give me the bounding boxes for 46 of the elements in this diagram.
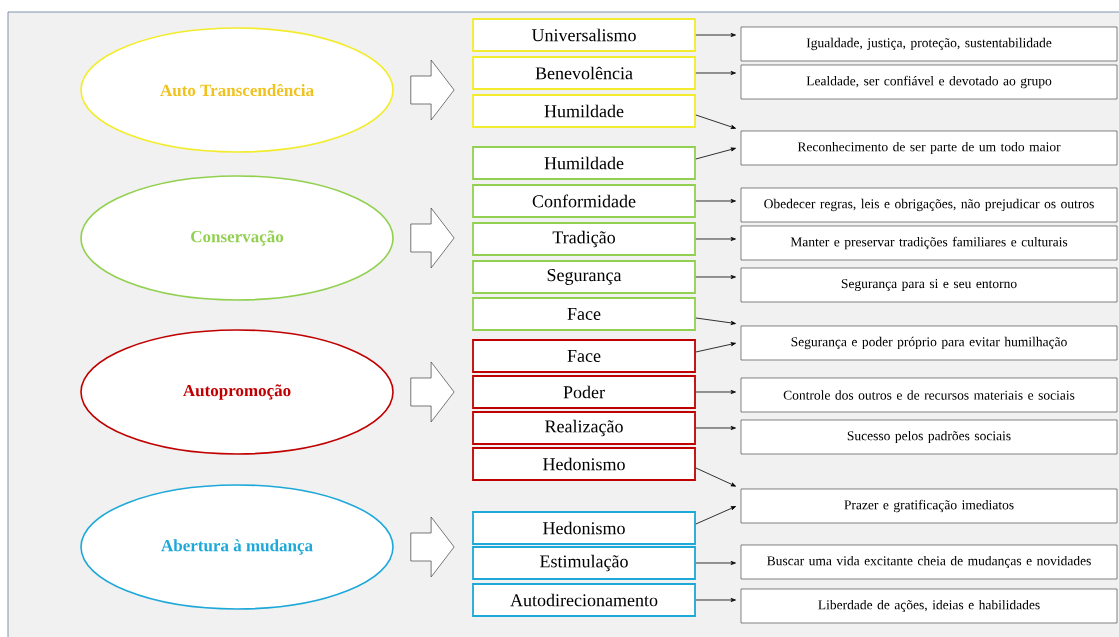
description-box: Igualdade, justiça, proteção, sustentabilidade: [740, 26, 1118, 62]
value-box: Segurança: [472, 260, 696, 294]
value-box: Conformidade: [472, 184, 696, 218]
value-box: Realização: [472, 411, 696, 445]
arrow: [695, 147, 736, 160]
description-box: Manter e preservar tradições familiares e culturais: [740, 225, 1118, 261]
value-box: Humildade: [472, 94, 696, 128]
arrow: [695, 114, 736, 129]
description-box: Segurança e poder próprio para evitar humilhação: [740, 325, 1118, 361]
value-box: Humildade: [472, 146, 696, 180]
value-box: Autodirecionamento: [472, 583, 696, 617]
value-box: Face: [472, 297, 696, 331]
arrow: [695, 390, 736, 394]
value-box: Universalismo: [472, 18, 696, 52]
arrow: [695, 467, 736, 487]
value-box: Estimulação: [472, 546, 696, 580]
description-box: Sucesso pelos padrões sociais: [740, 419, 1118, 455]
arrow: [695, 71, 736, 75]
arrow: [695, 237, 736, 241]
value-box: Poder: [472, 375, 696, 409]
block-arrow: [410, 361, 455, 423]
description-box: Prazer e gratificação imediatos: [740, 488, 1118, 524]
arrow: [695, 199, 736, 203]
description-box: Obedecer regras, leis e obrigações, não prejudicar os outros: [740, 187, 1118, 223]
arrow: [695, 506, 736, 525]
arrow: [695, 33, 736, 37]
value-box: Benevolência: [472, 56, 696, 90]
description-box: Lealdade, ser confiável e devotado ao grupo: [740, 64, 1118, 100]
arrow: [695, 598, 736, 602]
value-box: Tradição: [472, 222, 696, 256]
description-box: Segurança para si e seu entorno: [740, 267, 1118, 303]
arrow: [695, 426, 736, 430]
value-box: Hedonismo: [472, 511, 696, 545]
arrow: [695, 561, 736, 565]
block-arrow: [410, 516, 455, 578]
description-box: Reconhecimento de ser parte de um todo maior: [740, 130, 1118, 166]
arrow: [695, 342, 736, 353]
arrow: [695, 275, 736, 279]
block-arrow: [410, 59, 455, 121]
value-box: Hedonismo: [472, 447, 696, 481]
value-box: Face: [472, 339, 696, 373]
arrow: [695, 317, 736, 325]
block-arrow: [410, 207, 455, 269]
description-box: Controle dos outros e de recursos materiais e sociais: [740, 377, 1118, 413]
description-box: Liberdade de ações, ideias e habilidades: [740, 588, 1118, 624]
description-box: Buscar uma vida excitante cheia de mudanças e novidades: [740, 544, 1118, 580]
